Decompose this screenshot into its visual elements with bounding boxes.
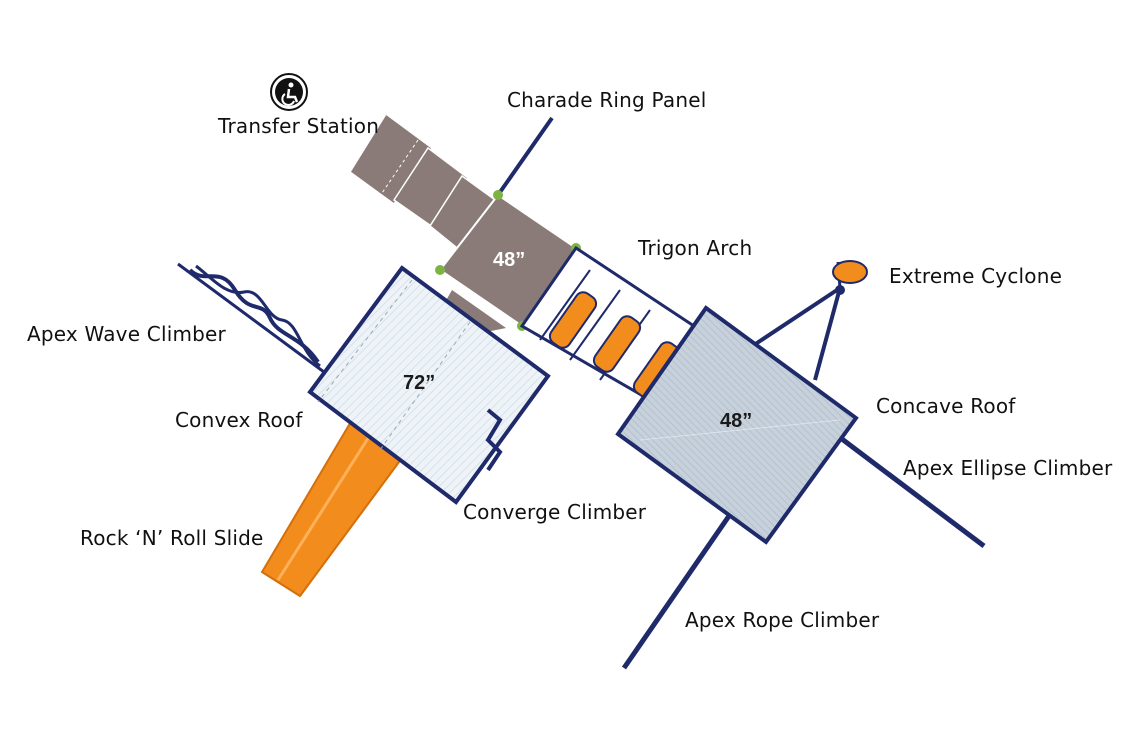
deck-corner-ball — [435, 265, 445, 275]
label-converge-climber: Converge Climber — [463, 500, 647, 524]
apex-wave-climber — [177, 262, 325, 374]
concave-roof — [615, 305, 859, 545]
extreme-cyclone — [752, 260, 868, 381]
convex-roof-height: 72” — [403, 372, 436, 394]
trigon-arch-bridge — [519, 245, 703, 402]
label-transfer-station: Transfer Station — [218, 114, 380, 138]
label-convex-roof: Convex Roof — [175, 408, 303, 432]
label-extreme-cyclone: Extreme Cyclone — [889, 264, 1063, 288]
top-deck-height: 48” — [493, 249, 526, 271]
label-apex-ellipse-climber: Apex Ellipse Climber — [903, 456, 1113, 480]
wheelchair-accessible-icon — [270, 73, 308, 111]
convex-roof — [307, 265, 551, 505]
label-trigon-arch: Trigon Arch — [638, 236, 753, 260]
lower-step — [444, 290, 506, 332]
label-rock-n-roll-slide: Rock ‘N’ Roll Slide — [80, 526, 264, 550]
converge-climber — [485, 408, 503, 472]
apex-rope-climber-pole — [621, 498, 743, 670]
label-concave-roof: Concave Roof — [876, 394, 1016, 418]
label-charade-ring-panel: Charade Ring Panel — [507, 88, 707, 112]
label-apex-wave-climber: Apex Wave Climber — [27, 322, 226, 346]
charade-ring-panel-pole — [496, 116, 554, 197]
deck-corner-ball — [493, 190, 503, 200]
label-apex-rope-climber: Apex Rope Climber — [685, 608, 880, 632]
concave-roof-height: 48” — [720, 410, 753, 432]
transfer-station — [348, 112, 500, 254]
apex-ellipse-climber-pole — [828, 428, 986, 548]
